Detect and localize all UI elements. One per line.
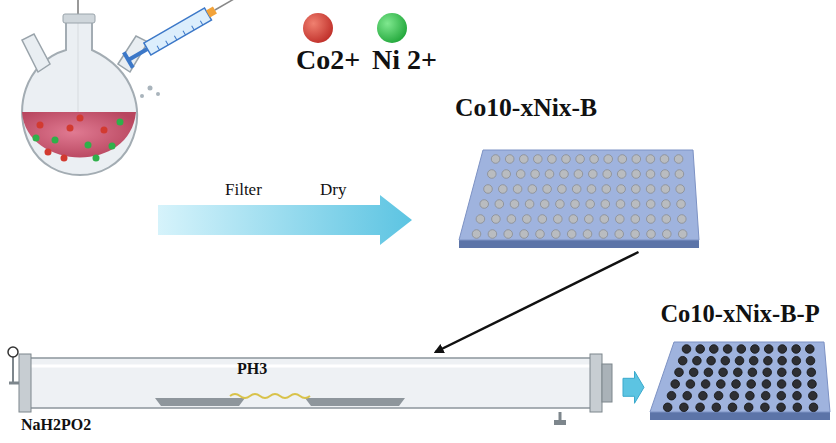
reaction-arrow	[436, 252, 639, 352]
syringe	[122, 0, 247, 69]
chemical-label: PH3	[237, 360, 267, 378]
ion-dot	[85, 142, 92, 149]
reaction-arrow	[623, 371, 644, 403]
process-arrow	[158, 195, 412, 245]
material-label: Co10-xNix-B	[455, 92, 703, 124]
ion-label: Ni 2+	[372, 44, 437, 76]
step-label: Dry	[320, 180, 346, 200]
ion-dot	[37, 122, 44, 129]
material-label: Co10-xNix-B-P	[646, 298, 834, 330]
ion-dot	[33, 135, 40, 142]
ion-dot	[117, 119, 124, 126]
catalyst-plate: Co10-xNix-B	[455, 92, 703, 250]
chemical-label: NaH2PO2	[21, 416, 91, 434]
co-ion	[303, 13, 333, 43]
ion-dot	[61, 155, 68, 162]
ion-dot	[52, 137, 59, 144]
ion-dot	[93, 155, 100, 162]
ion-dot	[101, 127, 108, 134]
flask	[22, 0, 148, 175]
tube-furnace-shape	[5, 346, 620, 440]
ion-dot	[77, 115, 84, 122]
ni-ion	[377, 13, 407, 43]
catalyst-plate: Co10-xNix-B-P	[646, 298, 834, 422]
tube-furnace: PH3NaH2PO2	[5, 346, 620, 440]
ion-dot	[45, 149, 52, 156]
step-label: Filter	[225, 180, 262, 200]
droplets	[140, 86, 160, 99]
ion-dot	[67, 125, 74, 132]
ion-label: Co2+	[296, 44, 360, 76]
ion-dot	[109, 143, 116, 150]
